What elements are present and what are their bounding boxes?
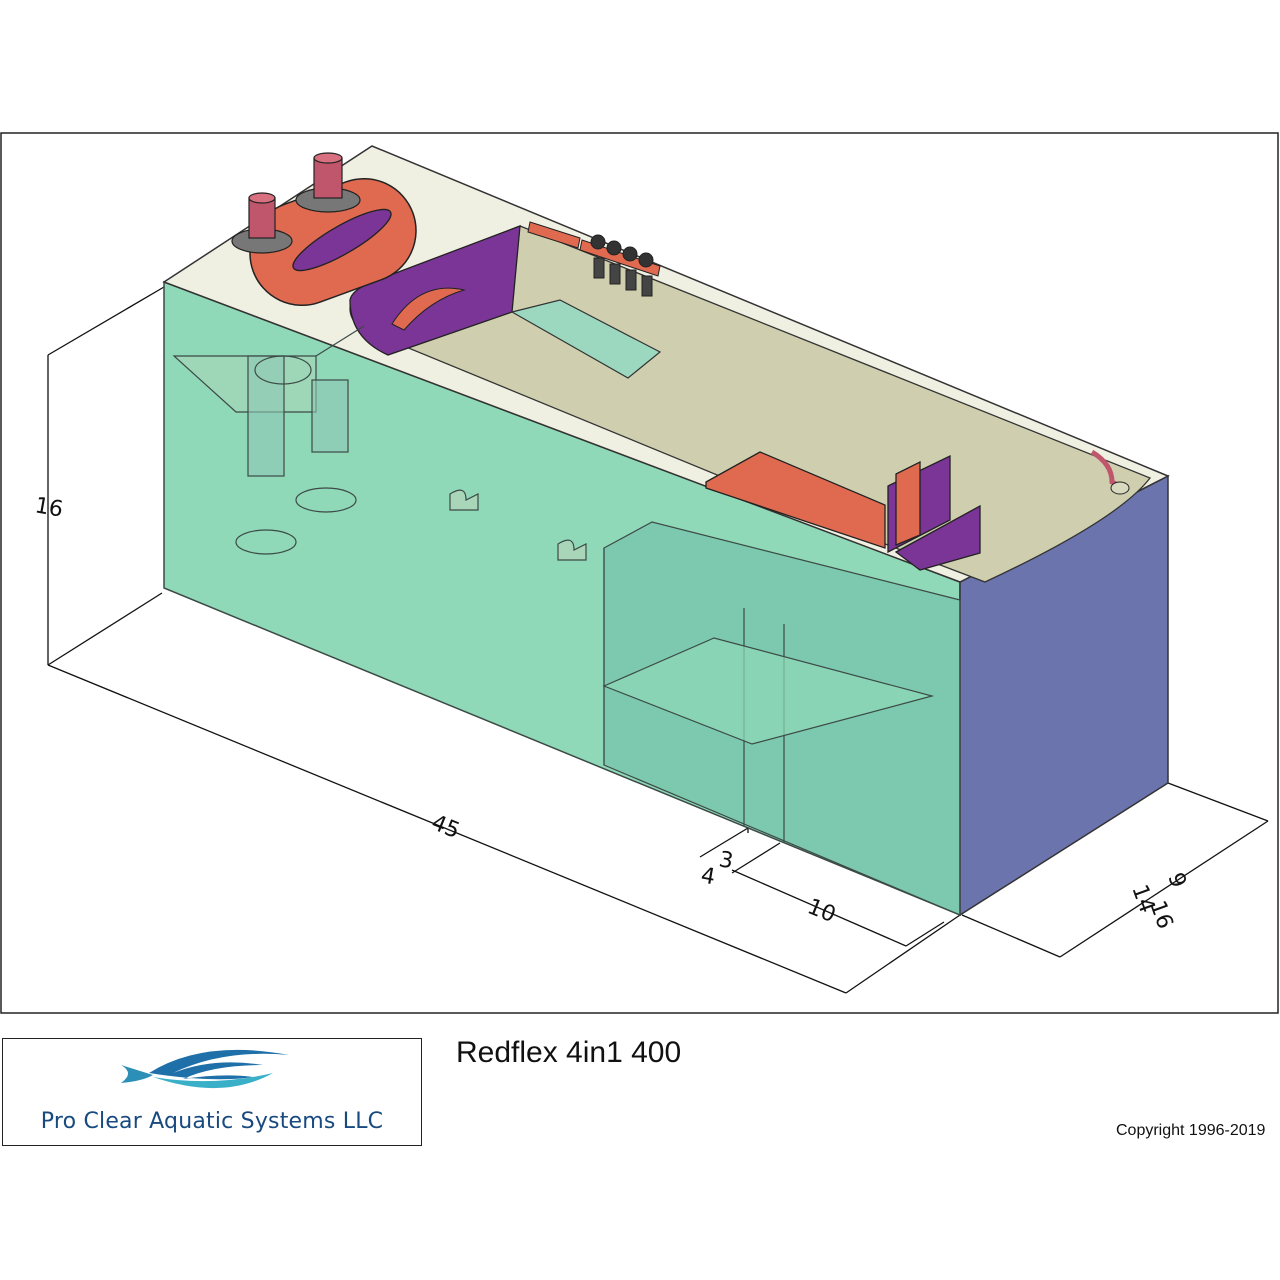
valve-manifold <box>527 221 661 297</box>
drawing-frame <box>0 132 1279 1014</box>
standpipes <box>235 355 357 555</box>
fish-icon <box>121 1049 289 1089</box>
return-nozzle <box>1110 481 1130 495</box>
dimension-chamber-width: 10 <box>804 894 839 928</box>
dimension-gap-num: 3 <box>717 847 735 874</box>
dimension-lines <box>47 286 1269 994</box>
overflow-opening <box>292 208 392 272</box>
filter-sock-tray <box>510 299 662 379</box>
pump-mounts <box>449 489 587 561</box>
intake-slots <box>391 287 466 331</box>
bulkhead-fittings <box>231 152 361 254</box>
product-title: Redflex 4in1 400 <box>456 1036 682 1069</box>
company-name: Pro Clear Aquatic Systems LLC <box>40 1109 384 1134</box>
copyright-notice: Copyright 1996-2019 <box>1116 1122 1266 1139</box>
dimension-height: 16 <box>33 493 65 522</box>
dimension-depth-fraction-num: 9 <box>1162 870 1190 892</box>
dimension-length: 45 <box>428 810 463 844</box>
company-logo-box: Pro Clear Aquatic Systems LLC <box>2 1038 422 1146</box>
refugium-baffles <box>705 451 981 571</box>
dimension-gap-den: 4 <box>699 863 717 890</box>
return-fitting <box>1090 449 1130 493</box>
